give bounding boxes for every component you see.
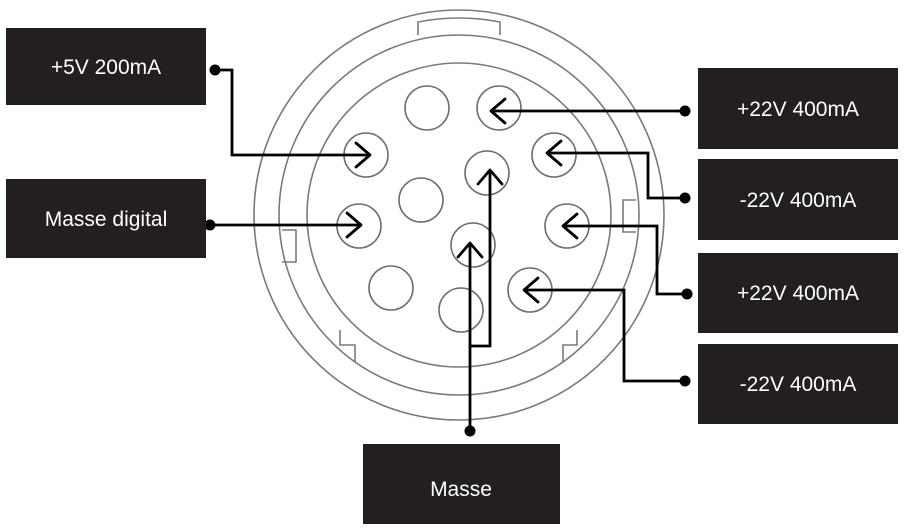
- label-text-masse-digital: Masse digital: [45, 208, 168, 231]
- pin-bottom: [438, 287, 484, 333]
- wire-plus22v-a: [489, 97, 691, 125]
- pin-inner-left: [398, 177, 444, 223]
- wire-masse: [456, 168, 504, 437]
- label-minus22v-b: -22V 400mA: [698, 344, 898, 424]
- wire-minus22v-a: [545, 139, 691, 204]
- wire-plus5v: [209, 64, 372, 169]
- label-box-masse: [363, 444, 560, 524]
- label-box-masse-digital: [6, 179, 206, 258]
- label-masse: Masse: [363, 444, 560, 524]
- wire-masse-digital: [204, 211, 363, 239]
- label-box-minus22v-b: [698, 344, 898, 424]
- label-box-plus22v-a: [698, 68, 898, 149]
- wire-plus22v-b: [561, 212, 693, 300]
- label-text-minus22v-a: -22V 400mA: [740, 189, 857, 212]
- pin-top-right: [476, 85, 522, 131]
- label-plus22v-b: +22V 400mA: [698, 253, 898, 333]
- label-text-masse: Masse: [430, 478, 492, 501]
- label-box-plus22v-b: [698, 253, 898, 333]
- connector-top-key: [417, 17, 501, 35]
- label-text-plus5v: +5V 200mA: [51, 56, 161, 79]
- pin-upper-right: [531, 132, 577, 178]
- pin-top-left: [404, 85, 450, 131]
- label-masse-digital: Masse digital: [6, 179, 206, 258]
- label-text-minus22v-b: -22V 400mA: [740, 373, 857, 396]
- label-text-plus22v-b: +22V 400mA: [737, 282, 859, 305]
- connector-pins: [336, 85, 590, 333]
- label-plus22v-a: +22V 400mA: [698, 68, 898, 149]
- wire-minus22v-b: [522, 276, 691, 387]
- connector-side-notch-left: [282, 229, 297, 263]
- connector-outer-ring: [253, 9, 665, 421]
- pin-lower-left: [368, 265, 414, 311]
- label-minus22v-a: -22V 400mA: [698, 159, 898, 240]
- connector-insert-face: [306, 62, 612, 368]
- label-box-minus22v-a: [698, 159, 898, 240]
- label-plus5v: +5V 200mA: [6, 28, 206, 105]
- connector-body: [253, 9, 665, 421]
- connector-side-notch-right: [622, 199, 636, 233]
- label-text-plus22v-a: +22V 400mA: [737, 98, 859, 121]
- connector-bottom-notch: [339, 330, 578, 362]
- connector-inner-ring: [278, 34, 640, 396]
- label-box-plus5v: [6, 28, 206, 105]
